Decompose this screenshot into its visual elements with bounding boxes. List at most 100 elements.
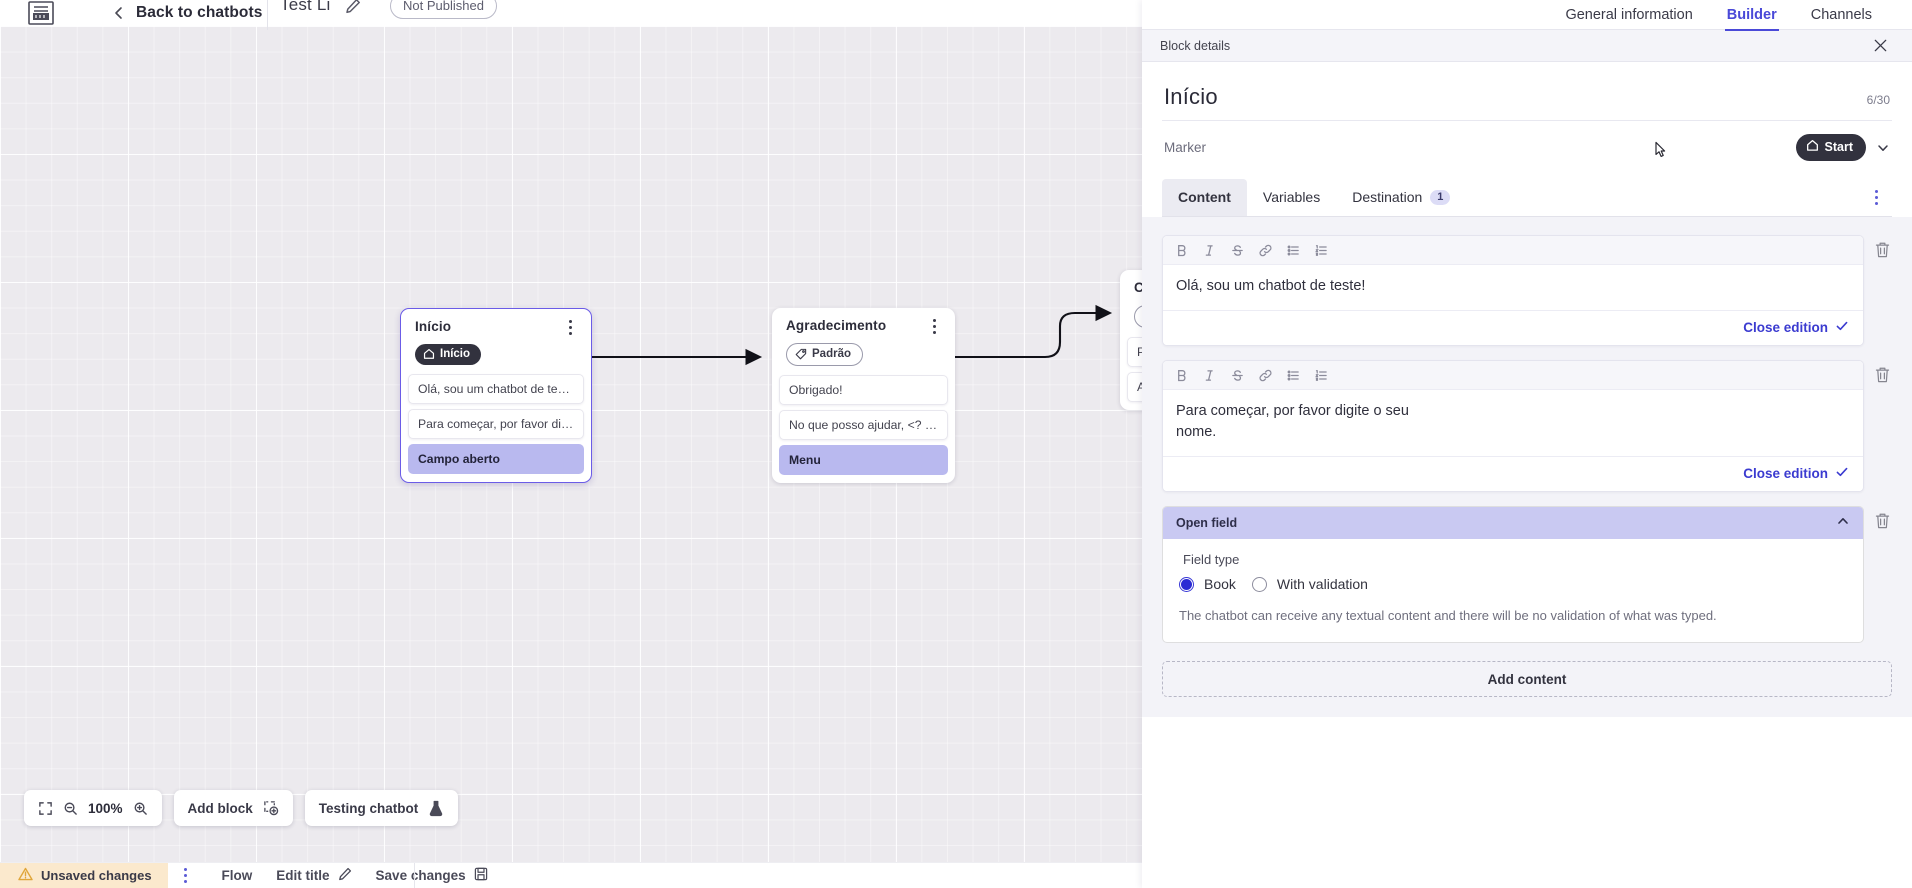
zoom-in-icon[interactable]: [133, 801, 148, 816]
tab-variables[interactable]: Variables: [1247, 179, 1336, 216]
bold-icon[interactable]: [1167, 239, 1195, 261]
add-content-button[interactable]: Add content: [1162, 661, 1892, 698]
field-type-radio-group: Book With validation: [1179, 576, 1847, 592]
flow-node-inicio[interactable]: Início Início Olá, sou um chatbot de tes…: [400, 308, 592, 483]
chatbot-name: Test Li: [280, 0, 331, 14]
save-disk-icon: [474, 867, 488, 884]
marker-label: Marker: [1164, 140, 1207, 155]
chevron-left-icon[interactable]: [112, 6, 126, 20]
strikethrough-icon[interactable]: [1223, 364, 1251, 386]
zoom-out-icon[interactable]: [63, 801, 78, 816]
tab-destination-label: Destination: [1352, 189, 1423, 205]
tab-builder[interactable]: Builder: [1724, 0, 1779, 31]
edit-title-button[interactable]: Edit title: [276, 867, 351, 884]
canvas-toolbar: 100% Add block Testing chatbot: [24, 790, 459, 826]
chevron-up-icon[interactable]: [1836, 514, 1850, 531]
flow-node-agradecimento[interactable]: Agradecimento Padrão Obrigado! No que po…: [772, 308, 955, 483]
bullet-list-icon[interactable]: [1279, 364, 1307, 386]
node-marker-chip[interactable]: Padrão: [786, 343, 863, 366]
check-icon: [1835, 319, 1849, 336]
fit-screen-icon[interactable]: [38, 801, 53, 816]
node-rows: Olá, sou um chatbot de teste! Para começ…: [401, 374, 591, 474]
check-icon: [1835, 465, 1849, 482]
strikethrough-icon[interactable]: [1223, 239, 1251, 261]
node-header: Agradecimento: [772, 318, 955, 334]
add-block-icon: [263, 800, 279, 816]
back-to-chatbots-link[interactable]: Back to chatbots: [136, 4, 263, 21]
rich-text-editor[interactable]: Olá, sou um chatbot de teste! Close edit…: [1162, 235, 1864, 347]
editor-toolbar: [1163, 236, 1863, 265]
node-row[interactable]: Campo aberto: [408, 444, 584, 474]
topbar-divider: [267, 0, 268, 30]
flow-label: Flow: [221, 868, 253, 883]
editor-text[interactable]: Para começar, por favor digite o seu nom…: [1176, 403, 1409, 441]
unsaved-changes-label: Unsaved changes: [41, 868, 152, 883]
link-icon[interactable]: [1251, 239, 1279, 261]
bullet-list-icon[interactable]: [1279, 239, 1307, 261]
node-row[interactable]: Menu: [779, 445, 948, 475]
node-row[interactable]: No que posso ajudar, <? $name ...: [779, 410, 948, 440]
italic-icon[interactable]: [1195, 239, 1223, 261]
testing-chatbot-button[interactable]: Testing chatbot: [304, 790, 459, 826]
node-menu-button[interactable]: [563, 319, 577, 335]
open-field-body: Field type Book With validation The: [1163, 539, 1863, 642]
node-row[interactable]: Olá, sou um chatbot de teste!: [408, 374, 584, 404]
status-more-button[interactable]: [174, 863, 198, 888]
numbered-list-icon[interactable]: [1307, 364, 1335, 386]
save-changes-button[interactable]: Save changes: [376, 867, 488, 884]
block-title: Início: [1164, 84, 1218, 109]
bold-icon[interactable]: [1167, 364, 1195, 386]
close-edition-label: Close edition: [1743, 320, 1828, 336]
add-block-button[interactable]: Add block: [173, 790, 293, 826]
trash-icon[interactable]: [1874, 512, 1892, 532]
app-logo-icon[interactable]: [24, 0, 58, 26]
trash-icon[interactable]: [1874, 366, 1892, 386]
flow-button[interactable]: Flow: [222, 868, 253, 883]
node-marker-chip[interactable]: Início: [415, 344, 482, 365]
publish-status-badge: Not Published: [390, 0, 497, 19]
trash-icon[interactable]: [1874, 241, 1892, 261]
rich-text-editor[interactable]: Para começar, por favor digite o seu nom…: [1162, 360, 1864, 493]
radio-indicator[interactable]: [1179, 576, 1194, 592]
panel-subheader-label: Block details: [1160, 38, 1231, 53]
flask-icon: [428, 800, 444, 817]
editor-text[interactable]: Olá, sou um chatbot de teste!: [1176, 278, 1366, 294]
link-icon[interactable]: [1251, 364, 1279, 386]
zoom-level: 100%: [88, 800, 123, 816]
tab-destination[interactable]: Destination 1: [1336, 179, 1466, 216]
pencil-icon[interactable]: [345, 0, 361, 14]
chevron-down-icon[interactable]: [1876, 141, 1890, 155]
edit-title-label: Edit title: [276, 868, 330, 883]
marker-start-pill[interactable]: Start: [1795, 134, 1866, 161]
content-more-button[interactable]: [1864, 183, 1888, 213]
editor-toolbar: [1163, 361, 1863, 391]
editor-footer: Close edition: [1163, 310, 1863, 346]
marker-select[interactable]: Start: [1795, 134, 1890, 161]
italic-icon[interactable]: [1195, 364, 1223, 386]
node-row[interactable]: Para começar, por favor digite o ...: [408, 409, 584, 439]
open-field-header[interactable]: Open field: [1163, 507, 1863, 540]
marker-row: Marker Start: [1162, 121, 1892, 161]
open-field-note: The chatbot can receive any textual cont…: [1179, 608, 1717, 624]
radio-label: With validation: [1276, 576, 1368, 593]
tab-general-information[interactable]: General information: [1565, 6, 1693, 23]
radio-option-book[interactable]: Book: [1179, 576, 1236, 592]
field-type-label: Field type: [1183, 552, 1240, 568]
panel-subheader: Block details: [1142, 30, 1912, 62]
content-editor-block: Para começar, por favor digite o seu nom…: [1162, 360, 1892, 493]
node-row[interactable]: Obrigado!: [779, 375, 948, 405]
radio-indicator[interactable]: [1251, 576, 1267, 592]
radio-label: Book: [1204, 576, 1236, 593]
close-edition-button[interactable]: Close edition: [1743, 465, 1849, 482]
tab-channels[interactable]: Channels: [1810, 6, 1872, 23]
radio-option-with-validation[interactable]: With validation: [1251, 576, 1368, 593]
node-header: Início: [401, 319, 591, 335]
content-editor-block: Olá, sou um chatbot de teste! Close edit…: [1162, 235, 1892, 347]
block-title-row: Início 6/30: [1162, 62, 1892, 121]
node-menu-button[interactable]: [927, 318, 941, 334]
close-icon[interactable]: [1872, 37, 1890, 55]
tab-content[interactable]: Content: [1162, 179, 1247, 216]
close-edition-button[interactable]: Close edition: [1743, 319, 1849, 336]
content-area: Olá, sou um chatbot de teste! Close edit…: [1142, 217, 1912, 718]
numbered-list-icon[interactable]: [1307, 239, 1335, 261]
